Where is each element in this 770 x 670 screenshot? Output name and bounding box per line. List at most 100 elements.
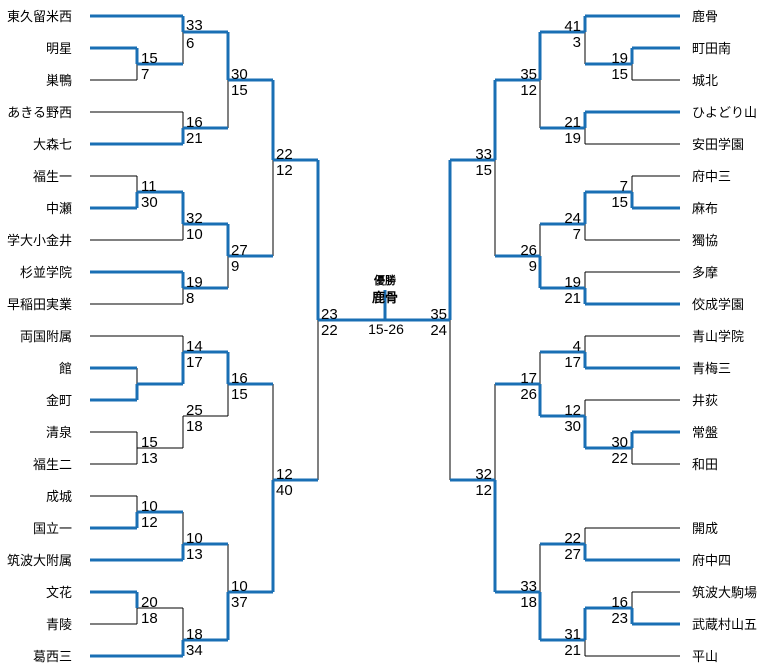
score-left: 12 [276, 162, 293, 179]
team-name-left: 明星 [46, 42, 72, 57]
team-name-left: 福生一 [33, 170, 72, 185]
score-right: 19 [564, 130, 581, 147]
score-left: 15 [141, 434, 158, 451]
score-right: 15 [611, 66, 628, 83]
team-name-left: 両国附属 [20, 330, 72, 345]
score-right: 18 [520, 594, 537, 611]
champion-name: 鹿骨 [372, 290, 398, 306]
team-name-left: 東久留米西 [7, 9, 72, 25]
team-name-left: 早稲田実業 [7, 297, 72, 313]
score-right: 41 [564, 18, 581, 35]
score-right: 17 [520, 370, 537, 387]
team-name-right: 青梅三 [692, 362, 731, 377]
champion-title: 優勝 [373, 273, 397, 287]
score-right: 22 [611, 450, 628, 467]
score-right: 21 [564, 290, 581, 307]
team-name-right: 佼成学園 [692, 297, 744, 313]
score-left: 10 [186, 226, 203, 243]
score-left: 10 [231, 578, 248, 595]
score-left: 18 [186, 418, 203, 435]
score-right: 31 [564, 626, 581, 643]
score-right: 22 [564, 530, 581, 547]
team-name-left: 文花 [46, 585, 72, 601]
score-left: 22 [321, 322, 338, 339]
score-right: 26 [520, 242, 537, 259]
score-right: 15 [611, 194, 628, 211]
score-left: 14 [186, 338, 203, 355]
score-left: 20 [141, 594, 158, 611]
team-name-left: 福生二 [33, 458, 72, 473]
score-left: 17 [186, 354, 203, 371]
score-left: 21 [186, 130, 203, 147]
score-right: 19 [564, 274, 581, 291]
score-right: 12 [475, 482, 492, 499]
score-left: 15 [231, 82, 248, 99]
score-left: 6 [186, 35, 194, 52]
team-name-left: 国立一 [33, 522, 72, 537]
team-name-left: 巣鴨 [46, 74, 72, 89]
score-right: 26 [520, 386, 537, 403]
score-right: 24 [564, 210, 581, 227]
score-left: 8 [186, 290, 194, 307]
team-name-right: 筑波大駒場 [692, 585, 757, 601]
champion-box: 優勝 鹿骨 15-26 [368, 273, 404, 337]
team-name-right: 獨協 [692, 234, 718, 249]
score-left: 30 [141, 194, 158, 211]
team-name-left: 中瀬 [46, 202, 72, 217]
score-left: 19 [186, 274, 203, 291]
team-name-right: 府中三 [692, 170, 731, 185]
team-name-right: 平山 [692, 650, 718, 665]
team-name-left: 館 [59, 362, 72, 377]
team-name-right: 安田学園 [692, 137, 744, 153]
score-right: 21 [564, 642, 581, 659]
score-right: 30 [564, 418, 581, 435]
final-score: 15-26 [368, 321, 404, 337]
team-name-right: 鹿骨 [692, 9, 718, 25]
score-right: 16 [611, 594, 628, 611]
score-right: 23 [611, 610, 628, 627]
score-right: 12 [520, 82, 537, 99]
score-right: 33 [520, 578, 537, 595]
team-name-right: 青山学院 [692, 329, 744, 345]
score-left: 12 [141, 514, 158, 531]
team-name-right: 常盤 [692, 426, 718, 441]
team-name-right: 井荻 [692, 394, 718, 409]
score-right: 21 [564, 114, 581, 131]
team-name-right: ひよどり山 [692, 106, 757, 121]
score-left: 27 [231, 242, 248, 259]
score-left: 33 [186, 17, 203, 34]
score-left: 18 [186, 626, 203, 643]
score-right: 7 [573, 226, 581, 243]
score-left: 40 [276, 482, 293, 499]
score-right: 30 [611, 434, 628, 451]
team-name-right: 多摩 [692, 265, 718, 281]
score-left: 37 [231, 594, 248, 611]
team-name-right: 武蔵村山五 [692, 618, 757, 633]
team-name-left: 清泉 [46, 425, 72, 441]
score-right: 3 [573, 34, 581, 51]
score-left: 12 [276, 466, 293, 483]
score-right: 33 [475, 146, 492, 163]
team-name-left: 金町 [46, 393, 72, 409]
team-name-left: 成城 [46, 490, 72, 505]
score-left: 10 [186, 530, 203, 547]
team-name-left: 筑波大附属 [7, 553, 72, 569]
score-right: 35 [520, 66, 537, 83]
team-name-left: あきる野西 [7, 106, 72, 121]
team-name-left: 青陵 [46, 618, 72, 633]
score-left: 15 [141, 50, 158, 67]
bracket-labels: 東久留米西明星巣鴨あきる野西大森七福生一中瀬学大小金井杉並学院早稲田実業両国附属… [7, 9, 757, 665]
score-left: 30 [231, 66, 248, 83]
score-left: 32 [186, 210, 203, 227]
score-left: 18 [141, 610, 158, 627]
score-left: 16 [186, 114, 203, 131]
score-left: 13 [186, 546, 203, 563]
team-name-right: 府中四 [692, 554, 731, 569]
score-right: 9 [529, 258, 537, 275]
score-left: 16 [231, 370, 248, 387]
score-right: 7 [620, 178, 628, 195]
score-left: 23 [321, 306, 338, 323]
team-name-left: 葛西三 [33, 650, 72, 665]
score-left: 15 [231, 386, 248, 403]
